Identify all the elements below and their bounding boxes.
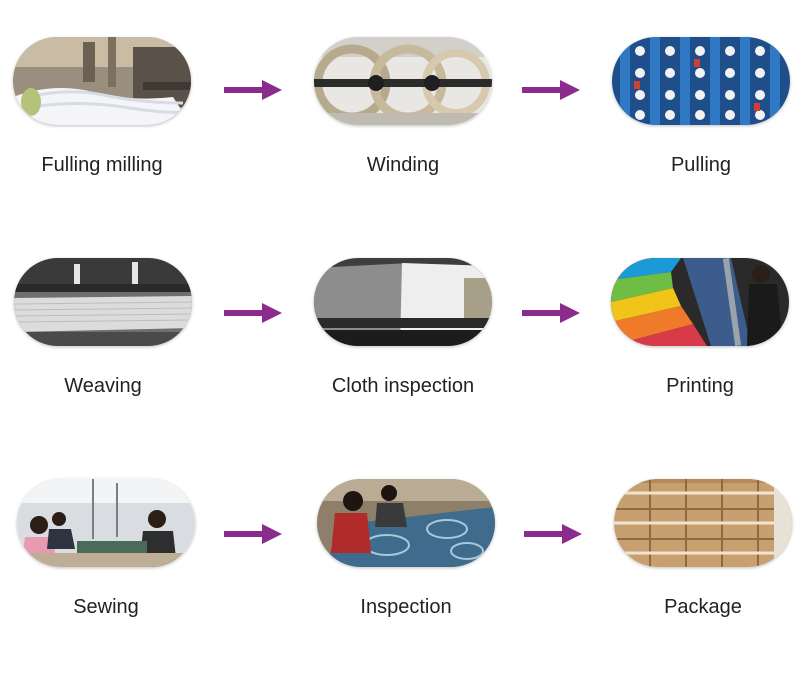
cloth-inspection-photo <box>314 258 492 346</box>
step-label: Package <box>664 596 742 618</box>
arrow-right-icon <box>522 302 580 324</box>
step-label: Inspection <box>360 596 452 618</box>
step-label: Cloth inspection <box>331 375 475 397</box>
pulling-photo <box>612 37 790 125</box>
step-label: Printing <box>666 375 734 397</box>
fulling-milling-photo <box>13 37 191 125</box>
arrow-right-icon <box>522 79 580 101</box>
inspection-photo <box>317 479 495 567</box>
step-label: Winding <box>366 154 440 176</box>
weaving-photo <box>14 258 192 346</box>
package-photo <box>614 479 792 567</box>
step-label: Fulling milling <box>41 154 163 176</box>
step-label: Pulling <box>670 154 732 176</box>
step-label: Sewing <box>73 596 139 618</box>
arrow-right-icon <box>224 302 282 324</box>
step-label: Weaving <box>64 375 142 397</box>
arrow-right-icon <box>224 79 282 101</box>
printing-photo <box>611 258 789 346</box>
arrow-right-icon <box>524 523 582 545</box>
arrow-right-icon <box>224 523 282 545</box>
winding-photo <box>314 37 492 125</box>
sewing-photo <box>17 479 195 567</box>
